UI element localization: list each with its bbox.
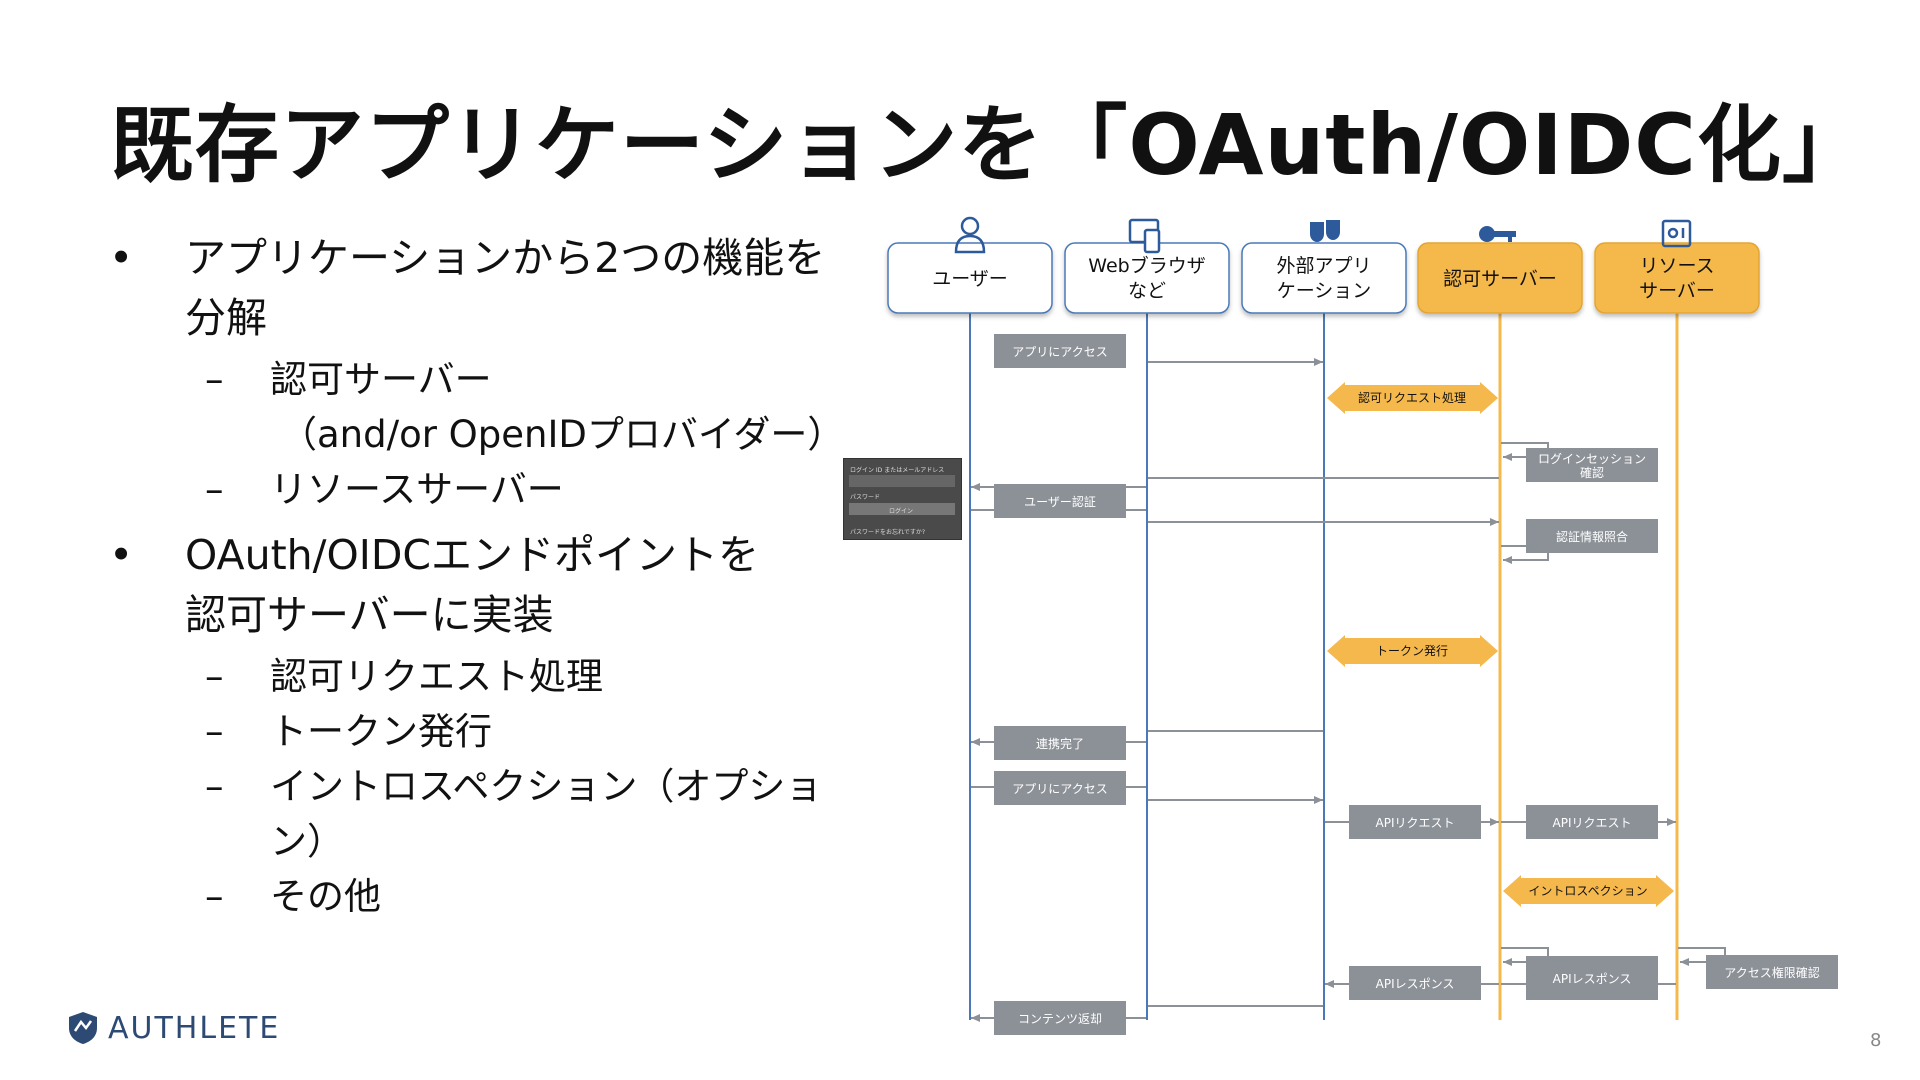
double-arrow — [1327, 635, 1498, 667]
key-icon — [1479, 226, 1516, 242]
message-label: アプリにアクセス — [1012, 782, 1107, 796]
bullet-text: 分解 — [185, 294, 267, 342]
participant-box-auth-server — [1417, 242, 1583, 314]
participant-label: ケーション — [1277, 280, 1372, 302]
forgot-password-link: パスワードをお忘れですか? — [850, 529, 926, 536]
sub-bullet-text: イントロスペクション（オプション） — [270, 765, 823, 863]
message-label: コンテンツ返却 — [1018, 1012, 1102, 1026]
message-box — [994, 334, 1126, 368]
devices-icon — [1128, 218, 1161, 254]
message-box — [994, 726, 1126, 760]
message-label: APIリクエスト — [1376, 816, 1455, 830]
message-label: イントロスペクション — [1528, 884, 1647, 898]
message-box — [1526, 448, 1658, 482]
message-box — [994, 1001, 1126, 1035]
login-button-label: ログイン — [889, 508, 914, 515]
participant-label: など — [1128, 280, 1166, 302]
message-box — [1349, 966, 1481, 1000]
bullet-item: OAuth/OIDCエンドポイントを 認可サーバーに実装 — [105, 525, 845, 645]
participant-label: リソース — [1639, 255, 1714, 277]
double-arrow — [1327, 382, 1498, 414]
message-label: 認証情報照合 — [1556, 529, 1628, 544]
login-id-field — [849, 475, 955, 487]
message-box — [994, 484, 1126, 518]
message-label: ユーザー認証 — [1024, 494, 1096, 509]
message-box — [1349, 805, 1481, 839]
logo-text: AUTHLETE — [108, 1010, 281, 1046]
double-arrow — [1503, 875, 1674, 907]
password-label: パスワード — [850, 494, 881, 501]
message-box — [994, 771, 1126, 805]
sub-bullet-text: 認可サーバー — [270, 358, 492, 401]
slide-title: 既存アプリケーションを「OAuth/OIDC化」 — [110, 96, 1867, 194]
message-box — [1526, 956, 1658, 1000]
sub-bullet-item: その他 — [105, 869, 845, 924]
message-label: ログインセッション — [1538, 452, 1646, 466]
person-icon — [954, 216, 986, 254]
participant-label: ユーザー — [932, 268, 1008, 290]
message-box — [1526, 805, 1658, 839]
participant-label: サーバー — [1639, 280, 1715, 302]
login-id-label: ログイン ID またはメールアドレス — [850, 467, 945, 474]
participant-box-browser — [1064, 242, 1230, 314]
participant-box-user — [887, 242, 1053, 314]
message-label: 認可リクエスト処理 — [1358, 390, 1466, 405]
message-box — [1706, 955, 1838, 989]
self-loop-arrow — [1501, 947, 1549, 966]
page-number: 8 — [1870, 1030, 1882, 1051]
sub-bullet-text: その他 — [270, 875, 381, 918]
bullet-list: アプリケーションから2つの機能を 分解 認可サーバー （and/or OpenI… — [105, 228, 845, 924]
participant-label: Webブラウザ — [1088, 254, 1205, 277]
message-label: アプリにアクセス — [1012, 345, 1107, 359]
sub-bullet-text: トークン発行 — [270, 710, 492, 753]
sub-bullet-item: トークン発行 — [105, 704, 845, 759]
participant-box-resource-server — [1594, 242, 1760, 314]
sub-bullet-item: リソースサーバー — [105, 462, 845, 517]
sub-bullet-text: （and/or OpenIDプロバイダー） — [280, 413, 845, 456]
authlete-logo: AUTHLETE — [66, 1010, 280, 1046]
sub-bullet-text: リソースサーバー — [270, 468, 564, 511]
safe-icon — [1661, 219, 1692, 248]
sub-bullet-item: 認可リクエスト処理 — [105, 649, 845, 704]
login-form-thumbnail: ログイン ID またはメールアドレス パスワード ログイン パスワードをお忘れで… — [843, 458, 962, 540]
message-label: APIリクエスト — [1553, 816, 1632, 830]
participant-box-external-app — [1241, 242, 1407, 314]
theater-masks-icon — [1310, 220, 1340, 242]
bullet-text: 認可サーバーに実装 — [185, 591, 554, 639]
message-label: 確認 — [1580, 465, 1604, 480]
message-label: APIレスポンス — [1376, 977, 1455, 991]
sub-bullet-item: イントロスペクション（オプション） — [105, 759, 845, 869]
message-label: トークン発行 — [1376, 644, 1448, 658]
participant-label: 認可サーバー — [1443, 268, 1557, 290]
message-label: 連携完了 — [1036, 736, 1084, 751]
message-label: アクセス権限確認 — [1724, 965, 1819, 980]
sub-bullet-item: 認可サーバー （and/or OpenIDプロバイダー） — [105, 352, 845, 462]
authlete-shield-icon — [69, 1012, 97, 1044]
message-box — [1526, 519, 1658, 553]
sub-bullet-text: 認可リクエスト処理 — [270, 655, 603, 698]
bullet-text: OAuth/OIDCエンドポイントを — [185, 531, 760, 579]
participant-label: 外部アプリ — [1276, 255, 1371, 277]
message-label: APIレスポンス — [1553, 972, 1632, 986]
login-button — [849, 503, 955, 515]
bullet-item: アプリケーションから2つの機能を 分解 — [105, 228, 845, 348]
bullet-text: アプリケーションから2つの機能を — [185, 234, 826, 282]
